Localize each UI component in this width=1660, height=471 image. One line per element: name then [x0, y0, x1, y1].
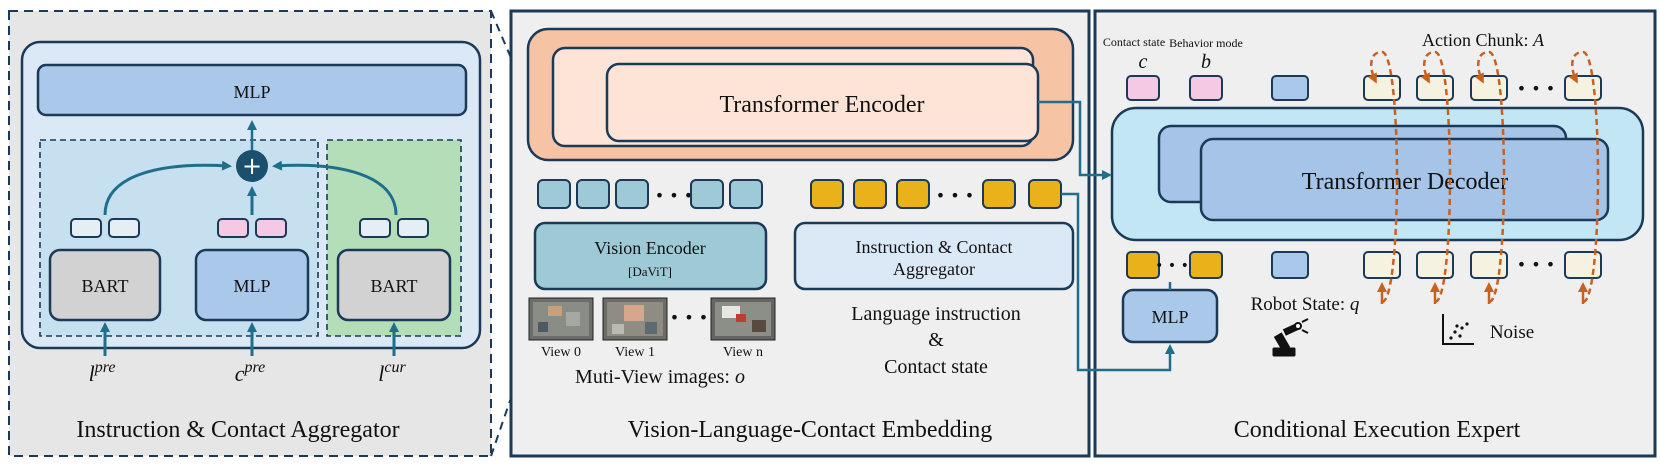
right-panel-title: Conditional Execution Expert: [1234, 417, 1521, 443]
action-output-token-2: [1416, 75, 1454, 101]
transformer-decoder-label: Transformer Decoder: [1302, 169, 1508, 195]
vision-token-4: [690, 179, 724, 209]
aggregator-label-line1: Instruction & Contact: [856, 237, 1013, 257]
view-label-1: View 1: [615, 345, 655, 360]
middle-panel: Transformer Encoder • • • • • • Vision E…: [509, 9, 1091, 458]
mlp-top-label: MLP: [233, 82, 270, 102]
language-token-ellipsis: • • •: [936, 186, 974, 205]
zoom-connector-bottom: [490, 397, 512, 457]
contact-token: [1126, 75, 1160, 101]
language-token-3: [896, 179, 930, 209]
token-mid-2: [255, 218, 287, 238]
view-label-n: View n: [723, 345, 763, 360]
action-output-token-1: [1363, 75, 1401, 101]
left-curve-arrow: [103, 160, 232, 216]
robot-state-output-token: [1271, 75, 1309, 101]
right-curve-arrow: [272, 160, 398, 216]
token-right-1: [359, 218, 391, 238]
mlp-mid-box: [194, 248, 310, 322]
mlp-top-box: [36, 63, 468, 117]
noise-label: Noise: [1490, 322, 1534, 343]
denoise-loop-3: [1474, 50, 1506, 304]
vision-token-1: [537, 179, 571, 209]
aggregator-label-line2: Aggregator: [893, 259, 975, 279]
view-image-n: [710, 297, 776, 341]
condition-token-2: [1189, 251, 1223, 279]
condition-token-1: [1126, 251, 1160, 279]
sum-node: [236, 150, 268, 182]
token-mid-1: [217, 218, 249, 238]
aggregator-box: [793, 221, 1075, 291]
action-chunk-label: Action Chunk: A: [1422, 30, 1545, 50]
input-l-pre: lpre: [89, 359, 116, 386]
plus-icon: +: [242, 152, 262, 180]
action-output-ellipsis: • • •: [1517, 79, 1555, 98]
tokens-to-mlp-arrow: [1061, 192, 1175, 372]
zoom-connector-top: [490, 10, 512, 59]
mlp-mid-label: MLP: [233, 276, 270, 296]
view-image-1: [602, 297, 668, 341]
view-images-ellipsis: • • •: [670, 308, 708, 327]
scatter-plot-icon: [1442, 314, 1474, 345]
behavior-token: [1189, 75, 1223, 101]
vision-encoder-sub: [DaViT]: [628, 264, 672, 279]
vision-token-ellipsis: • • •: [655, 186, 693, 205]
input-l-cur: lcur: [378, 359, 406, 386]
robot-state-input-token: [1271, 251, 1309, 279]
view-image-0: [528, 297, 594, 341]
noise-token-1: [1363, 251, 1401, 279]
left-panel-title: Instruction & Contact Aggregator: [76, 417, 399, 443]
language-token-1: [810, 179, 844, 209]
denoise-loop-2: [1420, 50, 1452, 304]
denoise-loop-4: [1568, 50, 1600, 304]
contact-state-label: Contact state: [1103, 35, 1165, 49]
noise-token-2: [1416, 251, 1454, 279]
transformer-decoder-layer-front: [1199, 137, 1610, 222]
robot-state-label: Robot State: q: [1251, 294, 1360, 315]
bart-left-box: [48, 248, 162, 322]
action-output-token-3: [1470, 75, 1508, 101]
denoise-loop-1: [1367, 50, 1399, 304]
vision-token-5: [729, 179, 763, 209]
bart-left-label: BART: [82, 276, 129, 296]
condition-token-ellipsis: • • •: [1155, 258, 1189, 274]
behavior-mode-symbol: b: [1201, 51, 1211, 73]
vision-encoder-label: Vision Encoder: [594, 238, 705, 258]
behavior-mode-label: Behavior mode: [1169, 36, 1243, 50]
bart-right-label: BART: [371, 276, 418, 296]
bart-right-box: [336, 248, 452, 322]
token-right-2: [397, 218, 429, 238]
view-label-0: View 0: [541, 345, 581, 360]
language-caption-line2: &: [928, 329, 944, 351]
robot-state-mlp-label: MLP: [1151, 307, 1188, 327]
noise-token-ellipsis: • • •: [1517, 255, 1555, 274]
contact-state-symbol: c: [1139, 51, 1148, 73]
action-output-token-4: [1564, 75, 1602, 101]
token-left-1: [70, 218, 102, 238]
left-panel: MLP + BART MLP BART lpre cpre lcur Instr…: [8, 10, 492, 457]
noise-token-3: [1470, 251, 1508, 279]
vision-token-3: [615, 179, 649, 209]
vision-encoder-box: [533, 221, 768, 291]
middle-panel-title: Vision-Language-Contact Embedding: [628, 417, 992, 443]
language-caption-line3: Contact state: [884, 356, 988, 378]
language-token-5: [1028, 179, 1062, 209]
language-caption-line1: Language instruction: [851, 303, 1020, 325]
language-token-2: [853, 179, 887, 209]
transformer-encoder-label: Transformer Encoder: [719, 92, 924, 118]
language-token-4: [982, 179, 1016, 209]
vision-token-2: [576, 179, 610, 209]
robot-arm-icon: [1272, 318, 1309, 357]
encoder-to-decoder-arrow: [1038, 100, 1112, 180]
images-caption: Muti-View images: o: [575, 366, 745, 388]
input-c-pre: cpre: [235, 359, 266, 386]
right-panel: Contact state c Behavior mode b Action C…: [1093, 9, 1657, 458]
token-left-2: [108, 218, 140, 238]
noise-token-4: [1564, 251, 1602, 279]
